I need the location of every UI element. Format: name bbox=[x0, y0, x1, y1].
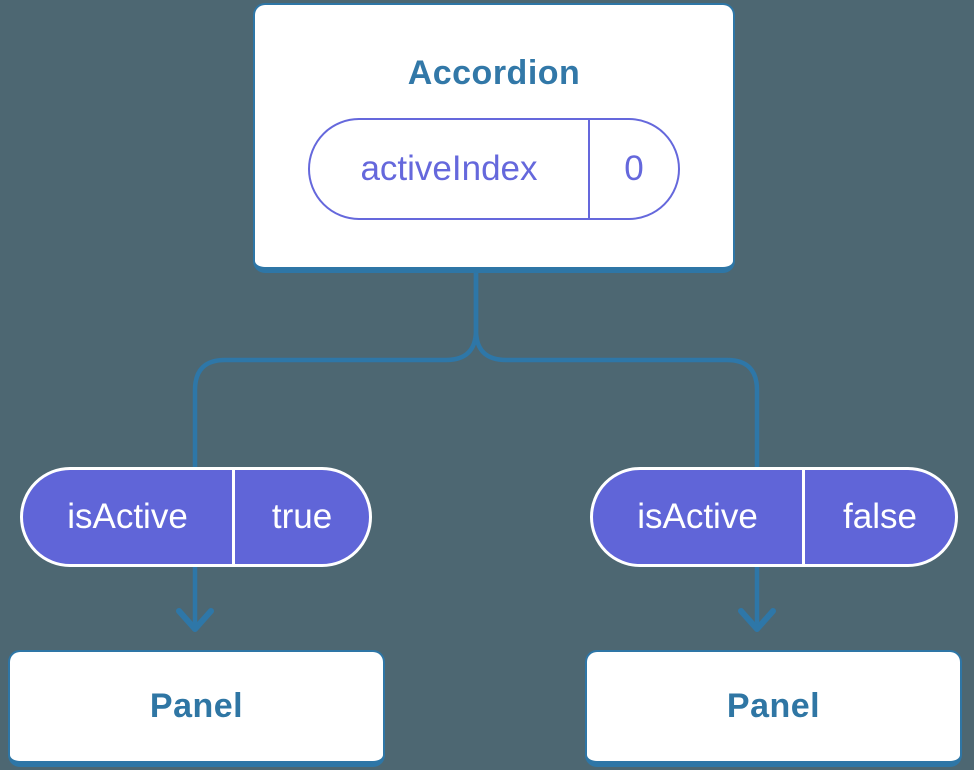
branch-line-left bbox=[192, 272, 479, 627]
arrow-down-icon bbox=[176, 608, 214, 632]
prop-value: true bbox=[271, 497, 333, 536]
panel-card-left: Panel bbox=[8, 650, 385, 767]
prop-pill-isactive-right: isActive false bbox=[590, 467, 958, 567]
prop-name: isActive bbox=[593, 470, 805, 564]
panel-title: Panel bbox=[149, 687, 244, 725]
accordion-component-card: Accordion activeIndex 0 bbox=[253, 3, 735, 273]
arrow-down-icon bbox=[738, 608, 776, 632]
state-pill: activeIndex 0 bbox=[308, 118, 680, 220]
prop-name: isActive bbox=[23, 470, 235, 564]
component-title: Accordion bbox=[407, 54, 581, 92]
state-value: 0 bbox=[624, 149, 644, 188]
panel-title: Panel bbox=[726, 687, 821, 725]
branch-line-right bbox=[473, 272, 760, 627]
prop-pill-isactive-left: isActive true bbox=[20, 467, 372, 567]
state-name: activeIndex bbox=[310, 120, 590, 218]
panel-card-right: Panel bbox=[585, 650, 962, 767]
prop-value: false bbox=[843, 497, 917, 536]
